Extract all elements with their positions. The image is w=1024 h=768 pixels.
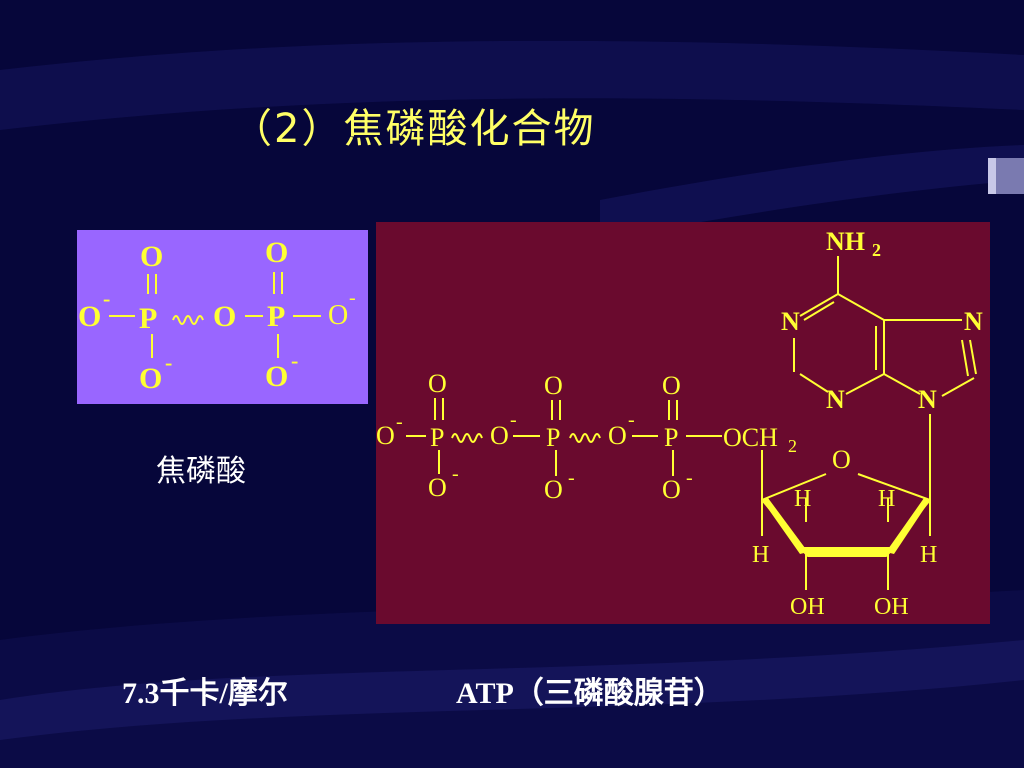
atp-ribose-h-c1: H — [878, 486, 895, 512]
atp-oxygen-gamma-top: O — [662, 371, 681, 400]
atp-structure: O O O O - P O - P O - P O - O - O - OCH … — [376, 227, 983, 620]
slide-title: （2）焦磷酸化合物 — [232, 106, 596, 152]
atp-oxygen-alpha-top: O — [428, 369, 447, 398]
atp-charge-alpha-bottom: - — [452, 463, 459, 485]
atp-oxygen-bridge-1: O — [490, 421, 509, 450]
atp-charge-gamma-bottom: - — [686, 467, 693, 489]
atp-oxygen-beta-top: O — [544, 371, 563, 400]
pyrophosphate-structure-panel: O O O - P O P O - O - O - — [77, 230, 368, 404]
atp-nitrogen-n7: N — [964, 307, 983, 336]
pyrophosphate-structure: O O O - P O P O - O - O - — [78, 236, 356, 395]
pyrophosphate-caption: 焦磷酸 — [156, 455, 246, 488]
atp-charge-terminal: - — [396, 411, 403, 433]
pyro-charge-left: - — [103, 286, 110, 311]
atp-phosphorus-3: P — [664, 423, 678, 452]
atp-ribose-h-c4: H — [794, 486, 811, 512]
atp-charge-bridge-2: - — [628, 409, 635, 431]
atp-charge-beta-bottom: - — [568, 467, 575, 489]
atp-amino-label: NH — [826, 227, 865, 256]
pyro-charge-bottom-left: - — [165, 350, 172, 375]
atp-phosphorus-2: P — [546, 423, 560, 452]
pyro-phosphorus-left: P — [139, 302, 157, 335]
atp-och-label: OCH — [723, 423, 778, 452]
atp-oxygen-terminal: O — [376, 421, 395, 450]
atp-och-subscript: 2 — [788, 436, 797, 456]
atp-ribose-h-c3: H — [752, 542, 769, 568]
pyro-oxygen-bottom-left: O — [139, 362, 162, 395]
pyro-oxygen-top-right: O — [265, 236, 288, 269]
pyro-charge-right: - — [349, 287, 356, 309]
atp-ribose-oh-2: OH — [874, 594, 909, 620]
atp-caption: ATP（三磷酸腺苷） — [456, 677, 724, 710]
pyro-charge-bottom-right: - — [291, 348, 298, 373]
atp-nitrogen-n1: N — [781, 307, 800, 336]
pyro-oxygen-bridge: O — [213, 300, 236, 333]
atp-nitrogen-n3: N — [826, 385, 845, 414]
pyro-oxygen-left: O — [78, 300, 101, 333]
atp-oxygen-beta-bottom: O — [544, 475, 563, 504]
pyro-oxygen-top-left: O — [140, 240, 163, 273]
atp-charge-bridge-1: - — [510, 409, 517, 431]
atp-oxygen-gamma-bottom: O — [662, 475, 681, 504]
atp-ribose-oxygen: O — [832, 445, 851, 474]
atp-nitrogen-n9: N — [918, 385, 937, 414]
atp-oxygen-bridge-2: O — [608, 421, 627, 450]
pyro-oxygen-right: O — [328, 300, 348, 331]
atp-amino-subscript: 2 — [872, 240, 881, 260]
pyro-oxygen-bottom-right: O — [265, 360, 288, 393]
pyro-phosphorus-right: P — [267, 300, 285, 333]
atp-ribose-oh-3: OH — [790, 594, 825, 620]
energy-caption: 7.3千卡/摩尔 — [122, 677, 288, 710]
atp-phosphorus-1: P — [430, 423, 444, 452]
atp-structure-panel: O O O O - P O - P O - P O - O - O - OCH … — [376, 222, 990, 624]
atp-ribose-h-c2: H — [920, 542, 937, 568]
atp-oxygen-alpha-bottom: O — [428, 473, 447, 502]
